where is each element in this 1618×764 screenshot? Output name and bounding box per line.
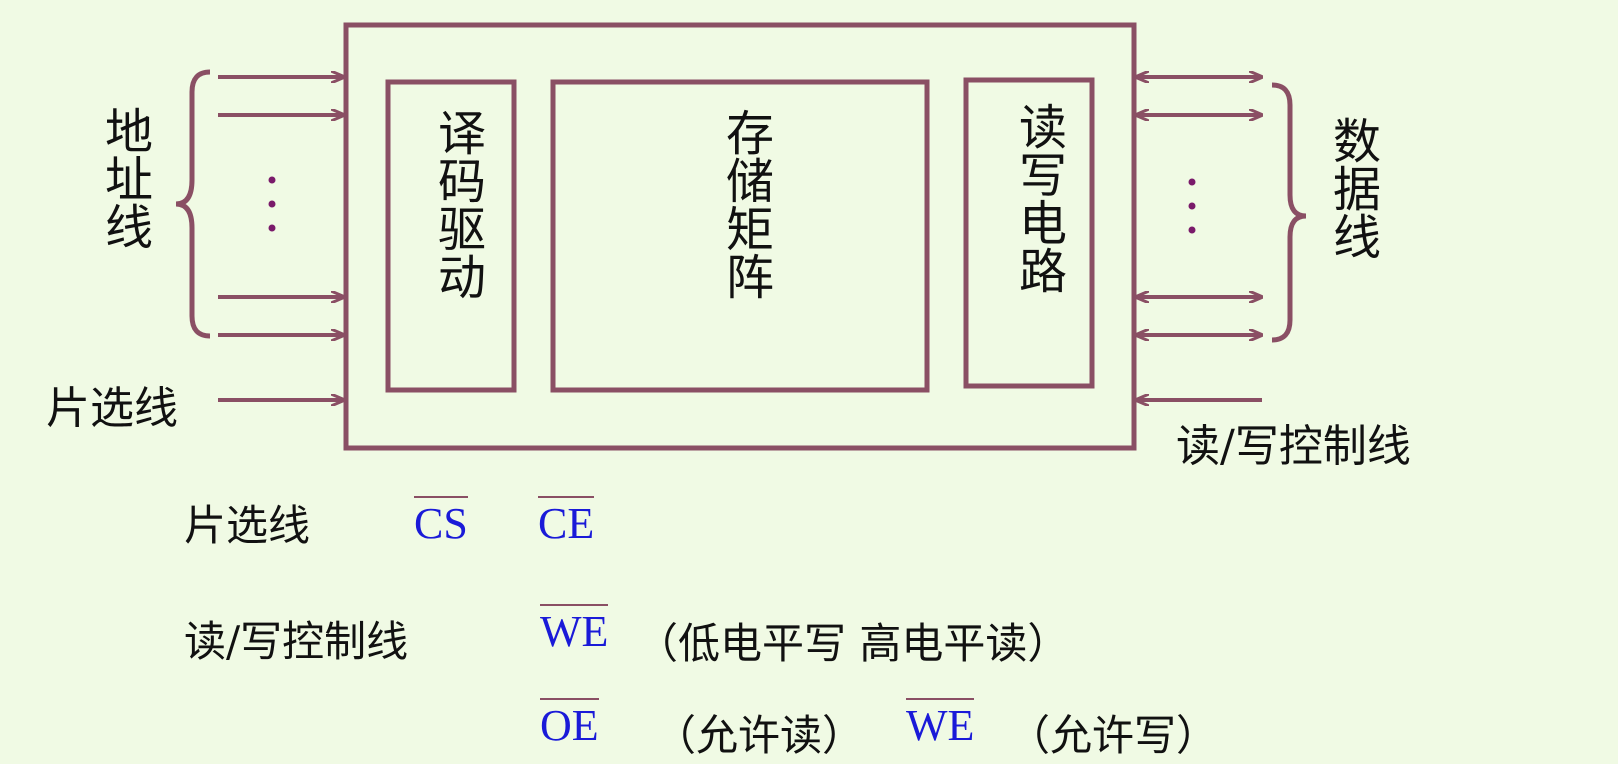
chip-select-label: 片选线	[46, 383, 178, 434]
chip-outline	[343, 22, 1137, 451]
decoder-block	[385, 79, 517, 393]
signal-cs: CS	[414, 496, 468, 548]
we-note: （允许写）	[1008, 711, 1219, 760]
legend-chip-select-label: 片选线	[184, 501, 311, 550]
signal-we-1: WE	[540, 604, 609, 656]
rw-circuit-label: 读写电路	[1010, 102, 1066, 294]
data-lines	[1136, 77, 1262, 335]
address-lines-label: 地址线	[96, 106, 152, 250]
rw-circuit-block	[963, 77, 1095, 389]
matrix-label: 存储矩阵	[717, 108, 773, 300]
rw-control-label: 读/写控制线	[1176, 421, 1411, 472]
signal-ce: CE	[538, 496, 595, 548]
address-brace	[175, 69, 211, 339]
matrix-block	[550, 79, 930, 393]
data-lines-label: 数据线	[1324, 116, 1380, 260]
data-brace	[1271, 82, 1307, 343]
oe-note: （允许读）	[654, 711, 865, 760]
we-level-note: （低电平写 高电平读）	[636, 619, 1070, 668]
decoder-label: 译码驱动	[429, 108, 485, 300]
data-ellipsis	[1188, 178, 1196, 234]
address-ellipsis	[268, 176, 276, 232]
legend-rw-control-label: 读/写控制线	[184, 617, 409, 666]
signal-we-2: WE	[906, 698, 975, 750]
signal-oe: OE	[540, 698, 599, 750]
address-lines	[218, 77, 344, 335]
